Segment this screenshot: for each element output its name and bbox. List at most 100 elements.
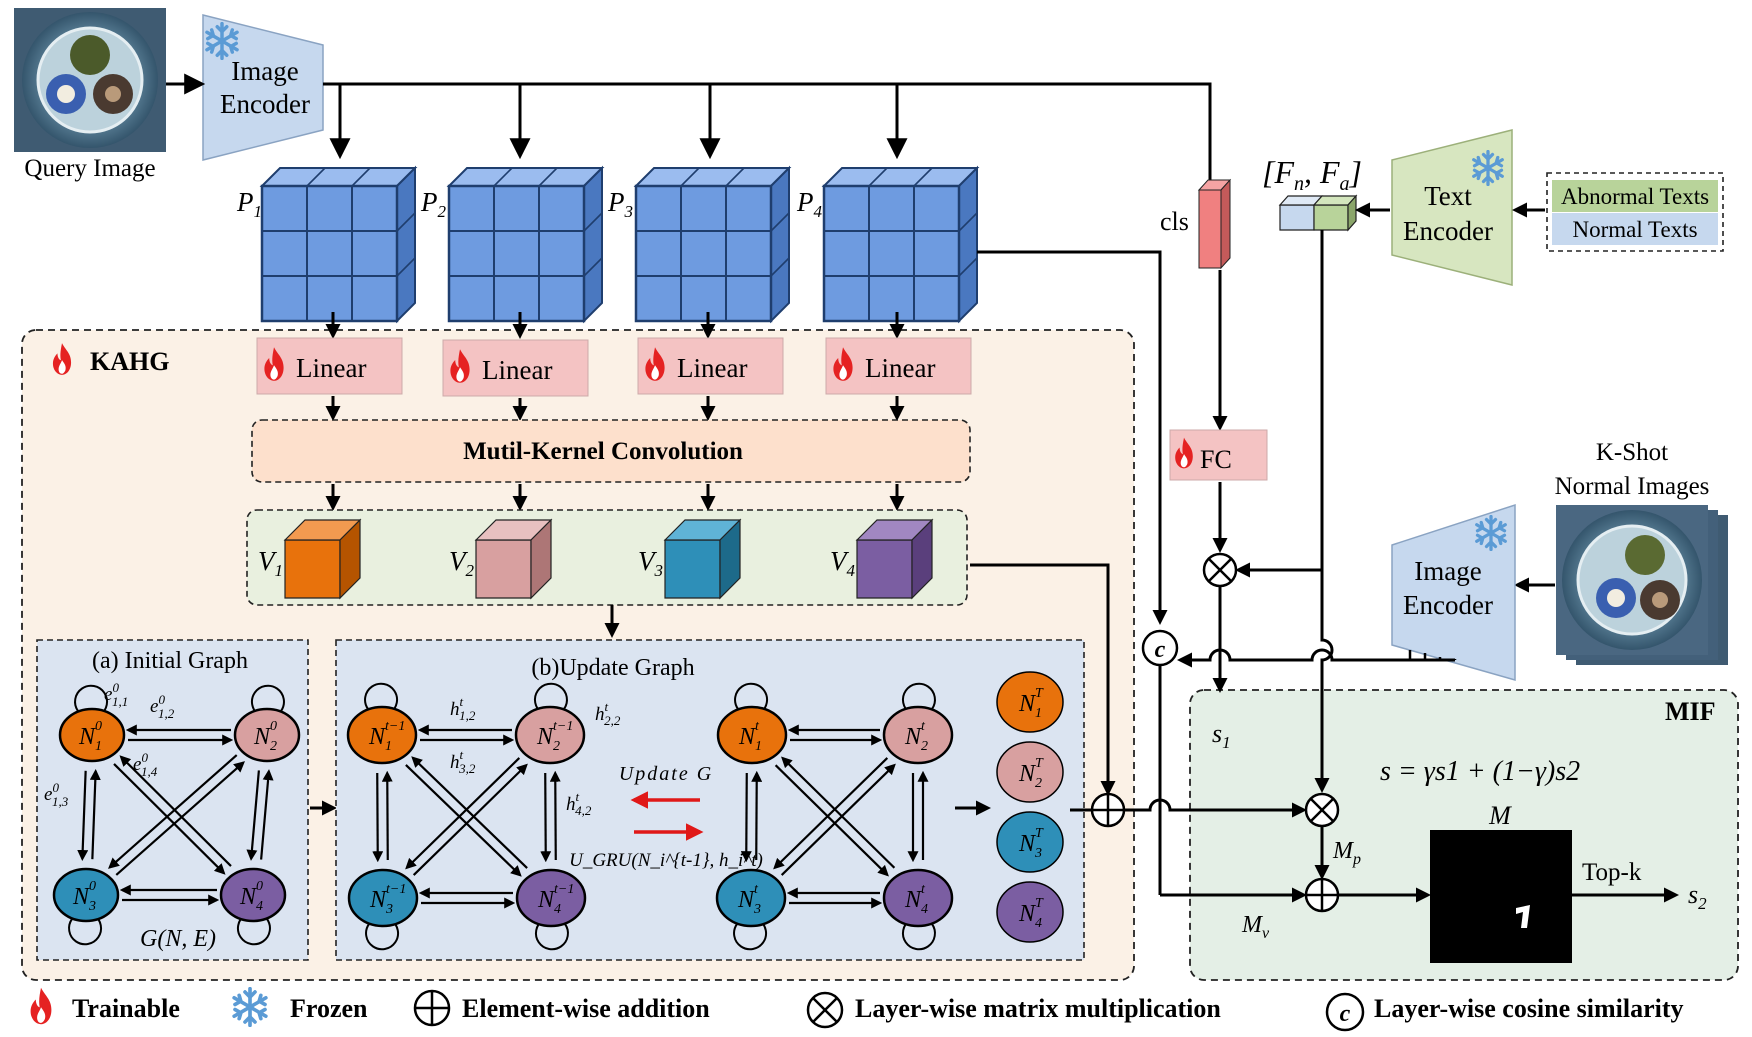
patch-label-2: P2 xyxy=(420,187,447,221)
kshot-label-1: K-Shot xyxy=(1596,439,1668,466)
legend: Trainable Frozen Element-wise addition L… xyxy=(30,987,1684,1032)
image-encoder-top-label-1: Image xyxy=(231,56,298,86)
image-encoder-kshot-label-2: Encoder xyxy=(1403,590,1493,620)
update-graph-left-node-1: N1t−1 xyxy=(346,705,418,765)
text-encoder xyxy=(1391,129,1513,286)
initial-graph-node-2: N20 xyxy=(233,707,301,763)
text-to-multiply-mif xyxy=(1314,570,1334,793)
patch-to-linear-arrows xyxy=(325,312,905,339)
text-encoder-label-2: Encoder xyxy=(1403,216,1493,246)
graph-notation: G(N, E) xyxy=(140,926,216,952)
patch-label-1: P1 xyxy=(236,187,262,221)
svg-text:Linear: Linear xyxy=(482,355,552,385)
update-graph-title: (b)Update Graph xyxy=(531,655,694,681)
query-image xyxy=(14,8,166,152)
svg-text:N40: N40 xyxy=(239,879,263,914)
update-graph-right-node-3: N3t xyxy=(715,868,787,928)
legend-cosine-icon: c xyxy=(1325,992,1365,1032)
legend-multiply-icon xyxy=(806,991,844,1029)
update-graph-panel xyxy=(335,639,1085,961)
svg-text:N1t: N1t xyxy=(738,719,762,754)
text-feature-label: [Fn, Fa] xyxy=(1262,154,1362,195)
update-graph-left-node-2: N2t−1 xyxy=(514,705,586,765)
svg-text:N2T: N2T xyxy=(1018,756,1044,791)
arrow-v-to-addition xyxy=(970,563,1116,796)
text-encoder-label-1: Text xyxy=(1424,181,1472,211)
final-node-3: N3T xyxy=(996,811,1064,873)
kshot-label-2: Normal Images xyxy=(1555,473,1710,500)
cls-label: cls xyxy=(1160,207,1189,236)
final-node-2: N2T xyxy=(996,741,1064,803)
legend-cosine: Layer-wise cosine similarity xyxy=(1374,994,1684,1023)
m-label: M xyxy=(1488,801,1512,830)
initial-graph-title: (a) Initial Graph xyxy=(92,648,248,674)
patch-cube-4 xyxy=(821,165,980,324)
initial-graph-node-3: N30 xyxy=(52,867,120,923)
svg-text:c: c xyxy=(1155,637,1166,663)
query-image-label: Query Image xyxy=(24,155,155,182)
patch-cube-1 xyxy=(259,165,418,324)
svg-text:[Fn, Fa]: [Fn, Fa] xyxy=(1262,154,1362,195)
encoder-output-lines xyxy=(323,82,1212,180)
normal-texts-label: Normal Texts xyxy=(1572,217,1697,242)
patch-label-3: P3 xyxy=(607,187,633,221)
svg-text:Linear: Linear xyxy=(865,353,935,383)
update-graph-right-node-4: N4t xyxy=(882,868,954,928)
linear-layers: Linear Linear Linear Linear xyxy=(256,337,972,397)
cosine-operator: c xyxy=(1141,629,1179,667)
kshot-to-cosine xyxy=(1177,648,1455,668)
initial-graph-node-4: N40 xyxy=(219,867,287,923)
abnormal-texts-label: Abnormal Texts xyxy=(1561,184,1709,209)
patch-cube-2 xyxy=(446,165,605,324)
cls-token xyxy=(1197,178,1232,270)
final-nodes: N1T N2T N3T N4T xyxy=(996,671,1064,943)
svg-text:c: c xyxy=(1340,1001,1351,1027)
update-g-label: Update G xyxy=(619,763,713,785)
anomaly-map xyxy=(1430,830,1572,963)
final-node-1: N1T xyxy=(996,671,1064,733)
mif-title: MIF xyxy=(1665,697,1716,726)
legend-multiplication: Layer-wise matrix multiplication xyxy=(855,994,1221,1023)
svg-text:ht4,2: ht4,2 xyxy=(566,789,592,818)
legend-addition-icon xyxy=(413,989,451,1027)
linear-to-conv-arrows xyxy=(325,396,905,421)
gru-label: U_GRU(N_i^{t-1}, h_i^t) xyxy=(569,850,763,871)
multiply-operator-top xyxy=(1202,552,1238,588)
patch-label-4: P4 xyxy=(796,187,823,221)
update-graph-left-node-4: N4t−1 xyxy=(515,868,587,928)
update-graph-left-node-3: N3t−1 xyxy=(347,868,419,928)
image-encoder-kshot-label-1: Image xyxy=(1414,556,1481,586)
topk-label: Top-k xyxy=(1582,859,1642,886)
kahg-title: KAHG xyxy=(90,347,169,376)
initial-graph-node-1: N10 xyxy=(58,707,126,763)
legend-flame-icon xyxy=(30,987,52,1025)
multi-kernel-convolution xyxy=(251,419,971,483)
legend-frozen: Frozen xyxy=(290,994,368,1023)
legend-addition: Element-wise addition xyxy=(462,994,710,1023)
text-feature-tokens xyxy=(1278,194,1358,232)
image-encoder-top-label-2: Encoder xyxy=(220,89,310,119)
multiply-operator-mif xyxy=(1304,792,1340,828)
kshot-images xyxy=(1556,505,1728,665)
abnormal-texts-box xyxy=(1552,180,1718,212)
legend-snowflake-icon xyxy=(232,987,268,1027)
update-graph-right-node-2: N2t xyxy=(882,705,954,765)
final-node-4: N4T xyxy=(996,881,1064,943)
svg-text:ht1,2: ht1,2 xyxy=(450,694,476,723)
v-features-box xyxy=(246,509,968,606)
image-encoder-kshot xyxy=(1391,503,1516,681)
conv-label: Mutil-Kernel Convolution xyxy=(463,438,743,465)
arrow-patches-to-cosine xyxy=(977,250,1168,625)
addition-operator-mif xyxy=(1304,877,1340,913)
svg-text:Linear: Linear xyxy=(296,353,366,383)
v-labels: V1 V2 V3 V4 xyxy=(258,546,856,580)
score-formula: s = γs1 + (1−γ)s2 xyxy=(1380,756,1580,787)
patch-cubes xyxy=(259,165,980,324)
svg-text:Linear: Linear xyxy=(677,353,747,383)
legend-trainable: Trainable xyxy=(72,994,180,1023)
